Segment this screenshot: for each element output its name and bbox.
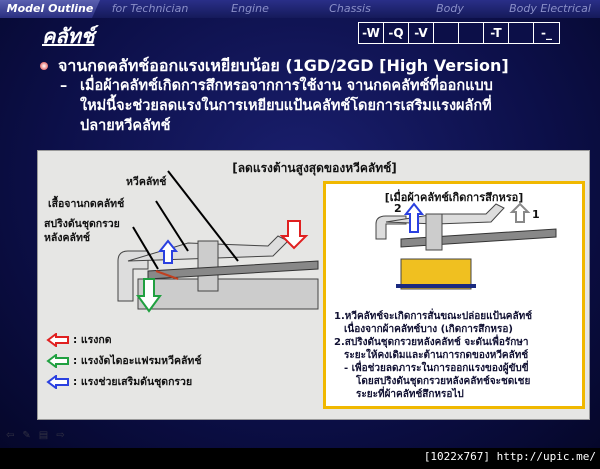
bullet-section: จานกดคลัทช์ออกแรงเหยียบน้อย (1GD/2GD [Hi… (40, 56, 590, 136)
menu-icon[interactable]: ▤ (38, 430, 49, 441)
note-line: 2.สปริงดันชุดกรวยหลังคลัทช์ จะดันเพื่อรั… (334, 337, 529, 348)
label-spring-line2: หลังคลัทช์ (44, 232, 90, 244)
tab-chassis[interactable]: Chassis (329, 2, 371, 15)
note-line: ระยะที่ผ้าคลัทช์สึกหรอไป (356, 389, 464, 400)
note-line: ระยะให้คงเดิมและต้านการกดของหวีคลัทช์ (344, 350, 529, 361)
legend-item-assist: : แรงช่วยเสริมดันชุดกรวย (46, 373, 192, 390)
note-line: เนื่องจากผ้าคลัทช์บาง (เกิดการสึกหรอ) (344, 324, 513, 335)
code-box (509, 23, 534, 43)
arrow-label-1: 1 (532, 208, 540, 221)
legend-text: : แรงงัดไดอะแฟรมหวีคลัทช์ (73, 355, 202, 367)
sub-bullet: – เมื่อผ้าคลัทช์เกิดการสึกหรอจากการใช้งา… (40, 76, 590, 136)
red-arrow-icon (46, 332, 69, 347)
legend-text: : แรงช่วยเสริมดันชุดกรวย (73, 376, 193, 388)
dash: – (60, 78, 68, 94)
code-box: -T (484, 23, 509, 43)
code-box (434, 23, 459, 43)
label-clutch-fork: หวีคลัทช์ (126, 176, 167, 188)
legend-text: : แรงกด (73, 334, 112, 346)
back-arrow-icon[interactable]: ⇦ (6, 430, 15, 441)
diagram-panel: [ลดแรงต้านสูงสุดของหวีคลัทช์] หวีคลัทช์ … (37, 150, 590, 420)
green-arrow-icon (136, 278, 162, 313)
wear-inset: [เมื่อผ้าคลัทช์เกิดการสึกหรอ] 2 1 1.หวีค… (323, 181, 585, 409)
sub-line: ปลายหวีคลัทช์ (80, 118, 171, 134)
label-spring-line1: สปริงดันชุดกรวย (44, 218, 120, 230)
clutch-diagram (117, 170, 319, 313)
label-clutch-cover: เสื้อจานกดคลัทช์ (48, 198, 125, 210)
sub-line: ใหม่นี้จะช่วยลดแรงในการเหยียบแป้นคลัทช์โ… (80, 98, 492, 114)
arrow-label-2: 2 (394, 202, 402, 215)
diagram-title: [ลดแรงต้านสูงสุดของหวีคลัทช์] (232, 161, 397, 175)
forward-arrow-icon[interactable]: ⇨ (56, 430, 65, 441)
slide-controls: ⇦ ✎ ▤ ⇨ (6, 430, 65, 441)
blue-arrow-icon (157, 239, 179, 264)
code-box: -W (359, 23, 384, 43)
model-code-boxes: -W -Q -V -T -_ (358, 22, 560, 44)
inset-notes: 1.หวีคลัทช์จะเกิดการสั่นขณะปล่อยแป้นคลัท… (334, 310, 532, 401)
note-line: โดยสปริงดันชุดกรวยหลังคลัทช์จะชดเชย (356, 376, 531, 387)
code-box: -Q (384, 23, 409, 43)
tab-model-outline[interactable]: Model Outline (0, 0, 100, 18)
top-nav: Model Outline for Technician Engine Chas… (0, 0, 600, 18)
legend-item-lever: : แรงงัดไดอะแฟรมหวีคลัทช์ (46, 352, 201, 369)
tab-engine[interactable]: Engine (231, 2, 269, 15)
tab-body[interactable]: Body (436, 2, 464, 15)
legend-item-press: : แรงกด (46, 331, 112, 348)
green-arrow-icon (46, 353, 69, 368)
bullet-heading: จานกดคลัทช์ออกแรงเหยียบน้อย (1GD/2GD [Hi… (58, 56, 509, 75)
pen-icon[interactable]: ✎ (22, 430, 31, 441)
note-line: - เพื่อช่วยลดภาระในการออกแรงของผู้ขับขี่ (344, 363, 529, 374)
blue-arrow-icon (46, 374, 69, 389)
code-box: -_ (534, 23, 559, 43)
bullet-icon (40, 62, 48, 70)
code-box: -V (409, 23, 434, 43)
inset-title: [เมื่อผ้าคลัทช์เกิดการสึกหรอ] (384, 191, 524, 204)
tab-body-electrical[interactable]: Body Electrical (509, 2, 591, 15)
wear-diagram: 2 1 (375, 202, 557, 290)
slide: Model Outline for Technician Engine Chas… (0, 0, 600, 448)
sub-line: เมื่อผ้าคลัทช์เกิดการสึกหรอจากการใช้งาน … (80, 78, 493, 94)
tab-for-technician[interactable]: for Technician (111, 2, 189, 15)
page-title: คลัทช์ (42, 24, 95, 48)
code-box (459, 23, 484, 43)
red-arrow-icon (279, 220, 309, 250)
note-line: 1.หวีคลัทช์จะเกิดการสั่นขณะปล่อยแป้นคลัท… (334, 311, 532, 322)
image-footer: [1022x767] http://upic.me/ (423, 450, 596, 463)
